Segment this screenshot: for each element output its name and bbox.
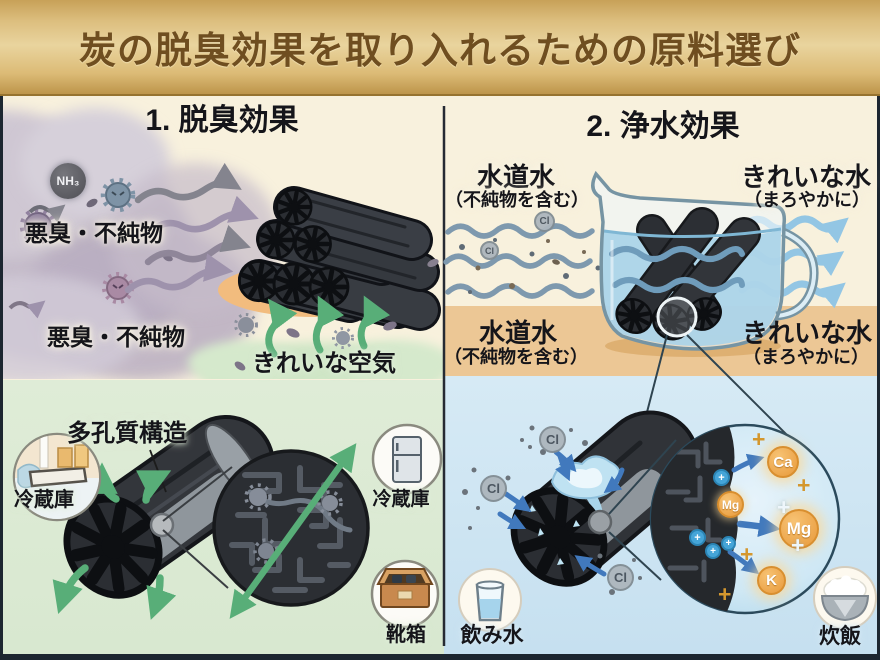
band-tap-water-label: 水道水 xyxy=(478,318,558,348)
chlorine-dots xyxy=(462,425,642,595)
plus-mark: + xyxy=(718,581,732,607)
fridge-label: 冷蔵庫 xyxy=(372,489,430,510)
ion-badge: + xyxy=(721,536,736,551)
pitcher-charcoal xyxy=(610,207,761,346)
chlorine-badge: Cl xyxy=(480,241,499,260)
nh3-badge: NH₃ xyxy=(50,163,86,199)
absorption-log xyxy=(495,410,700,602)
clean-air-cloud xyxy=(188,340,443,379)
tap-water-note: （不純物を含む） xyxy=(445,190,589,210)
mineral-arrows xyxy=(727,453,781,575)
band-clean-water-note: （まろやかに） xyxy=(743,347,869,367)
tap-water-label: 水道水 xyxy=(476,162,556,192)
shoebox-icon xyxy=(370,559,440,629)
magnesium-inner-badge: Mg xyxy=(717,491,744,518)
chlorine-badge: Cl xyxy=(534,211,555,232)
chlorine-arrows xyxy=(497,449,625,577)
odor-arrows xyxy=(124,162,259,294)
germ-icon xyxy=(19,207,57,245)
clean-air-particles xyxy=(234,258,439,371)
ion-badge: + xyxy=(705,543,721,559)
magnesium-badge: Mg xyxy=(779,509,819,549)
ion-badge: + xyxy=(689,529,706,546)
ion-badge: + xyxy=(713,469,730,486)
chlorine-badge: Cl xyxy=(607,564,634,591)
plus-mark: + xyxy=(791,532,805,558)
shoebox-label: 靴箱 xyxy=(386,624,426,646)
diffusion-double-arrow xyxy=(229,443,357,619)
purify-heading: 2. 浄水効果 xyxy=(586,110,740,143)
drinking-water-label: 飲み水 xyxy=(460,624,524,647)
band-clean-water-label: きれいな水 xyxy=(741,318,873,348)
plus-mark: + xyxy=(797,472,811,498)
page-title: 炭の脱臭効果を取り入れるための原料選び xyxy=(79,31,801,72)
calcium-badge: Ca xyxy=(767,446,799,478)
clean-air-arrows xyxy=(265,295,391,358)
green-diffusion-arrows xyxy=(52,462,177,620)
magnifier-lines-right xyxy=(608,439,677,581)
odor-label-bottom: 悪臭・不純物 xyxy=(47,324,185,350)
fridge-interior-label: 冷蔵庫 xyxy=(14,489,74,511)
water-glass-icon xyxy=(458,568,522,632)
charcoal-stack xyxy=(218,186,441,331)
plus-mark: + xyxy=(752,426,766,452)
deodorize-heading: 1. 脱臭効果 xyxy=(145,104,299,137)
tap-water-waves xyxy=(443,223,595,299)
clean-air-label: きれいな空気 xyxy=(252,350,396,377)
magnifier-source-dot xyxy=(149,512,175,538)
chlorine-badge: Cl xyxy=(539,426,566,453)
rice-bowl-icon xyxy=(813,566,877,630)
fridge-icon xyxy=(371,423,443,495)
plus-mark: + xyxy=(740,541,754,567)
clean-water-note: （まろやかに） xyxy=(744,190,870,210)
potassium-badge: K xyxy=(757,566,786,595)
plus-mark: + xyxy=(777,494,791,520)
pitcher-inner-waves xyxy=(609,246,745,293)
title-banner: 炭の脱臭効果を取り入れるための原料選び xyxy=(0,0,880,96)
pitcher xyxy=(591,170,819,357)
porous-magnified-circle xyxy=(212,443,370,619)
clean-water-label: きれいな水 xyxy=(740,162,872,192)
fridge-interior-icon xyxy=(12,432,102,522)
chlorine-badge: Cl xyxy=(480,475,507,502)
rice-cooking-label: 炊飯 xyxy=(819,625,861,648)
magnifier-source-dot-right xyxy=(587,509,613,535)
magnifier-lines-left xyxy=(162,466,233,589)
germ-icon xyxy=(100,177,136,213)
porous-structure-label: 多孔質構造 xyxy=(67,420,187,447)
sparkle-drops xyxy=(529,505,580,565)
band-tap-water-note: （不純物を含む） xyxy=(444,347,588,367)
magnifier-highlight-circle xyxy=(656,296,698,338)
odor-label-top: 悪臭・不純物 xyxy=(25,220,163,246)
tap-impurity-dots xyxy=(459,238,601,294)
